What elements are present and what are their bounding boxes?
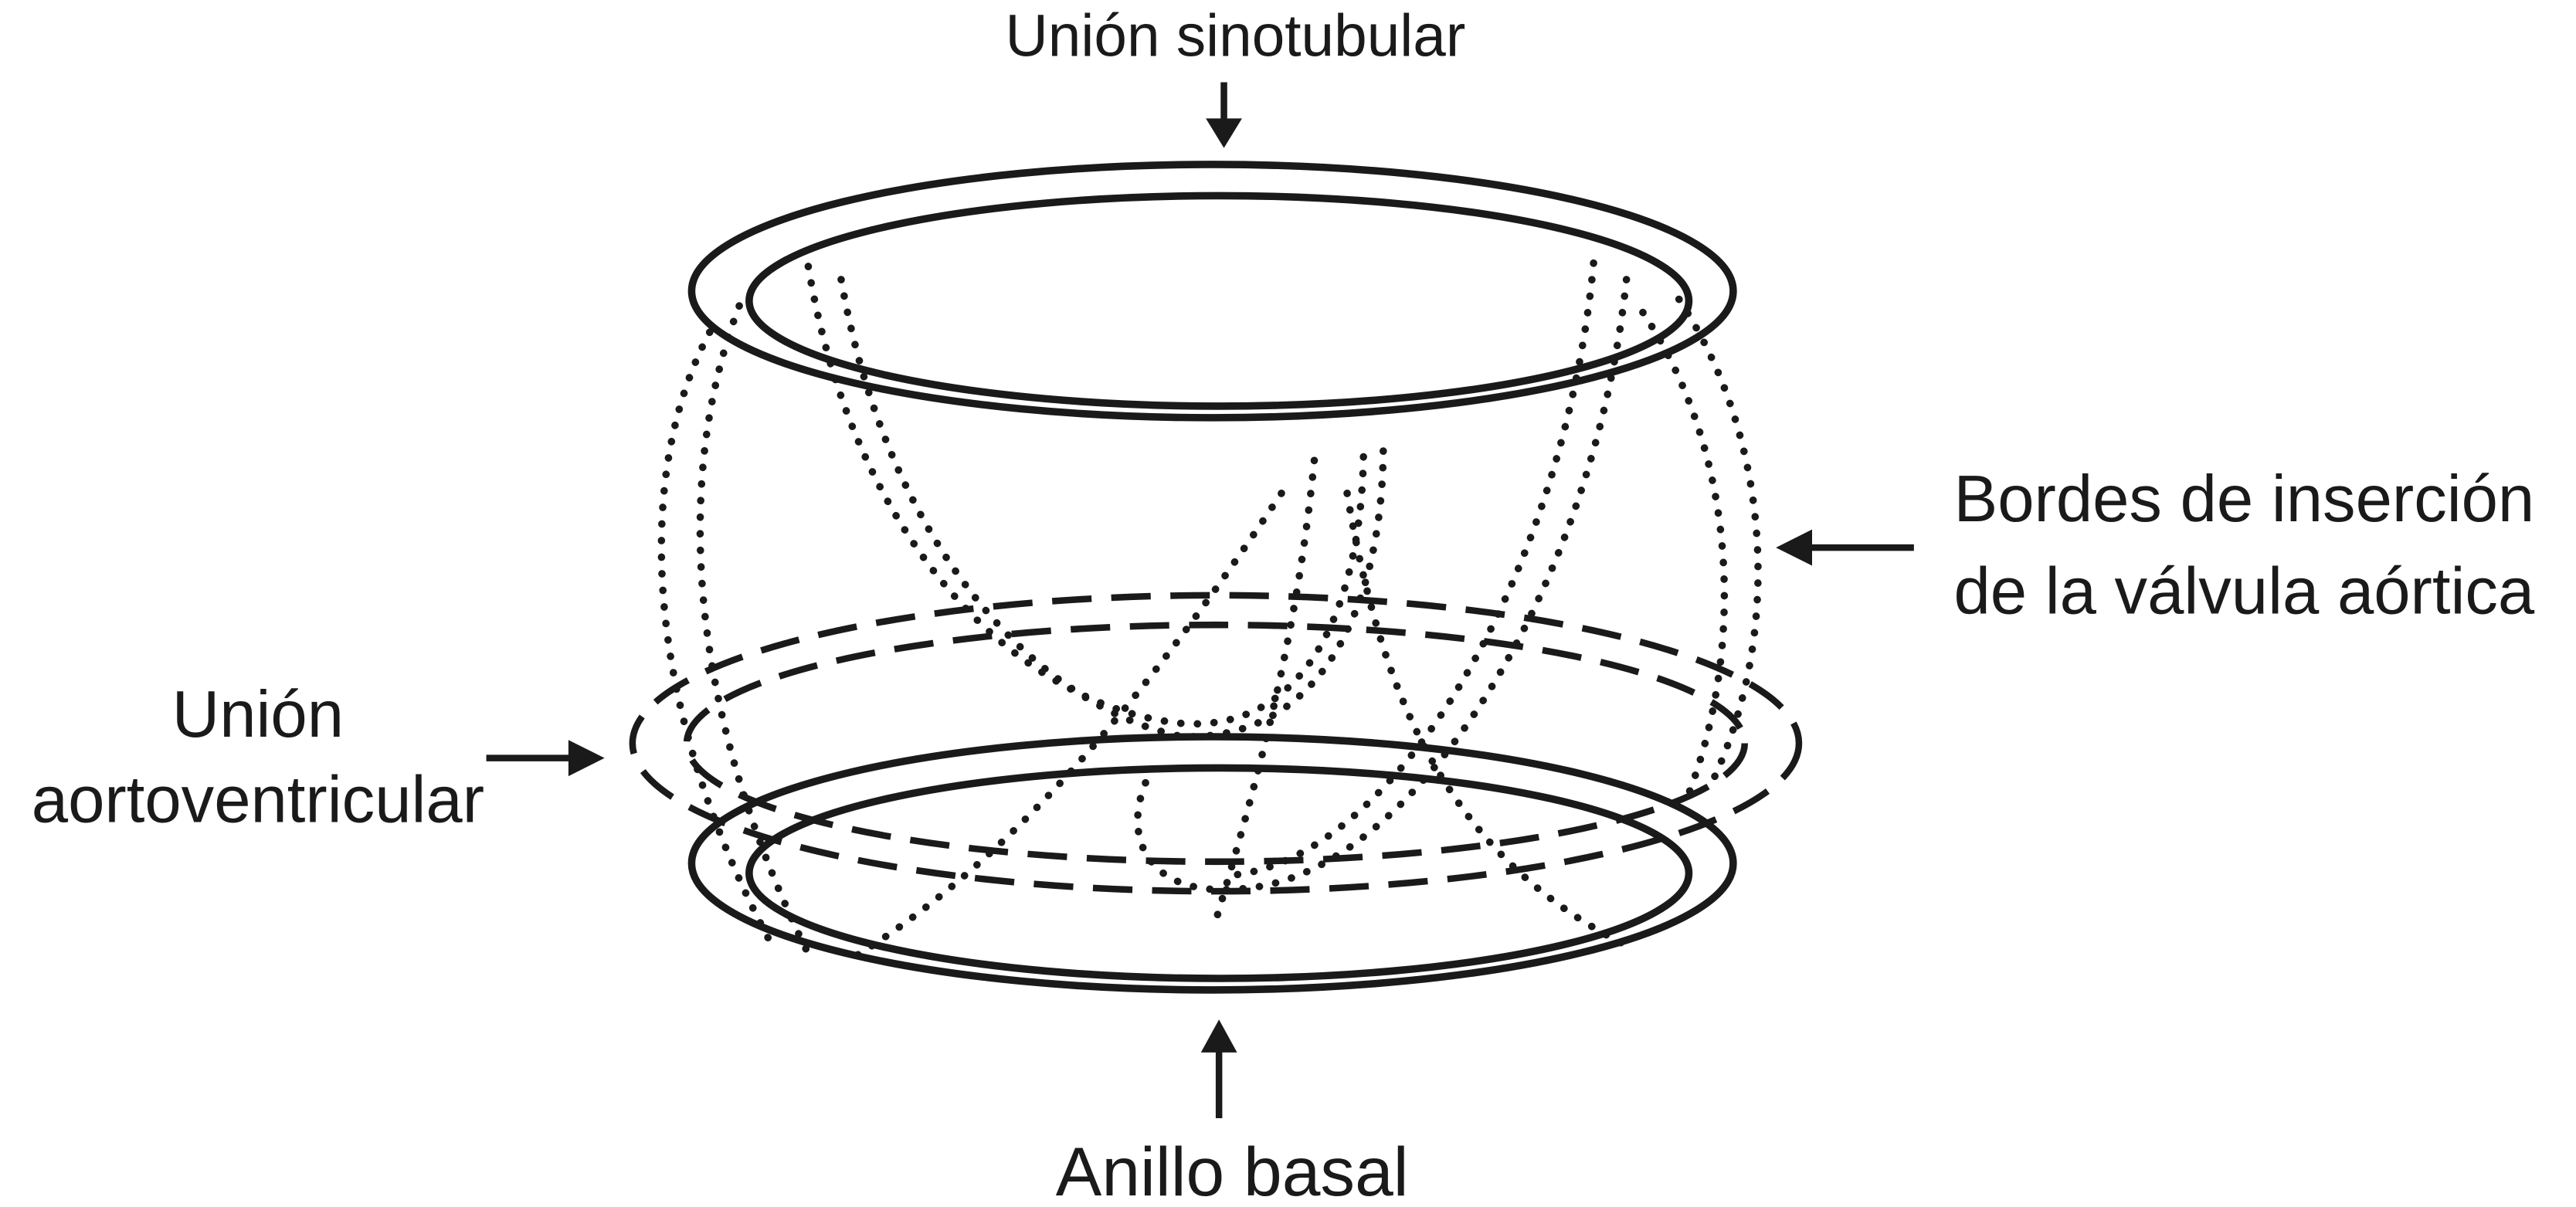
label-sinotubular: Unión sinotubular [1005,3,1465,69]
label-anillo-basal: Anillo basal [1056,1133,1409,1207]
label-bordes-insercion-line1: Bordes de inserción [1953,463,2534,536]
label-bordes-insercion-line2: de la válvula aórtica [1953,554,2534,628]
valve-insertion-lines [657,259,1762,961]
arrow-anillo-basal [1200,1019,1237,1119]
label-aortoventricular-line1: Unión [172,678,344,751]
arrow-bordes-insercion [1776,529,1914,566]
sinotubular-ring [687,161,1737,422]
arrow-aortoventricular [486,740,605,777]
label-aortoventricular-line2: aortoventricular [32,764,484,837]
arrow-sinotubular [1206,82,1242,148]
aortoventricular-ring [629,592,1803,895]
